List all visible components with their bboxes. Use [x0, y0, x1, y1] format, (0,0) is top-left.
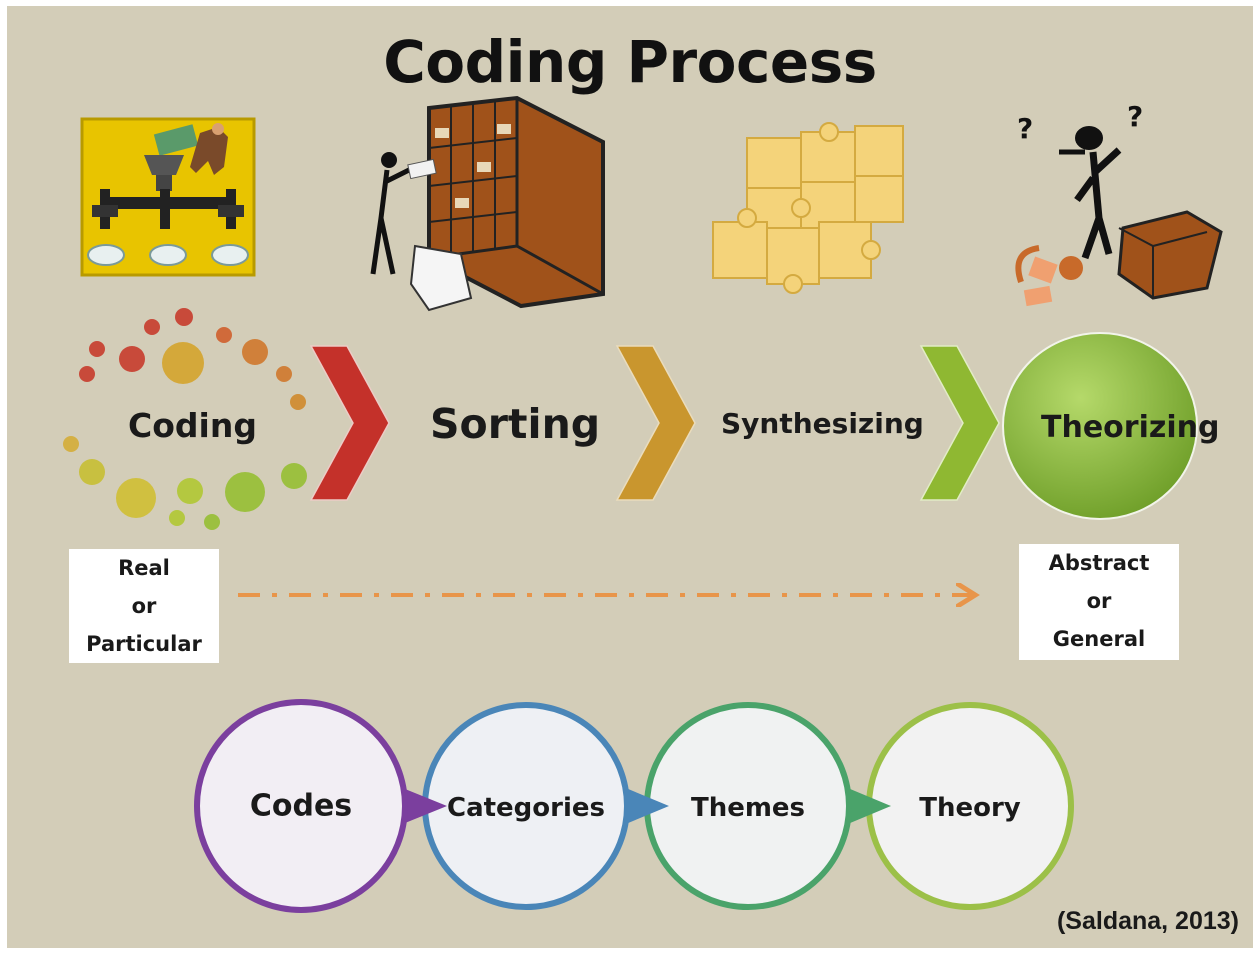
continuum-start-line-1: Real — [118, 556, 170, 580]
citation: (Saldana, 2013) — [1056, 907, 1239, 935]
slide: Coding Process — [7, 6, 1253, 948]
diagram-graphics — [63, 308, 1198, 913]
continuum-end-line-2: or — [1086, 589, 1112, 613]
stage-label-theorizing: Theorizing — [1041, 410, 1220, 445]
stage-label-sorting: Sorting — [430, 400, 601, 448]
dot-ring — [63, 308, 307, 530]
progression-circle-themes — [644, 702, 891, 910]
slide-title: Coding Process — [383, 28, 877, 96]
chevron-green — [919, 345, 1000, 501]
progression-label-themes: Themes — [690, 793, 806, 823]
chevron-gold — [615, 345, 696, 501]
continuum-end-box: Abstract or General — [1019, 544, 1179, 660]
continuum-start-line-2: or — [131, 594, 157, 618]
progression-circle-codes — [194, 699, 447, 913]
continuum-end-line-1: Abstract — [1048, 551, 1150, 575]
continuum-start-line-3: Particular — [86, 632, 202, 656]
continuum-end-line-3: General — [1052, 627, 1146, 651]
stage-label-synthesizing: Synthesizing — [721, 407, 924, 440]
continuum-start-box: Real or Particular — [69, 549, 219, 663]
chevron-red — [309, 345, 390, 501]
stage-label-coding: Coding — [128, 406, 257, 445]
progression-label-categories: Categories — [446, 793, 606, 823]
progression-label-codes: Codes — [249, 788, 353, 824]
progression-label-theory: Theory — [919, 793, 1021, 823]
theorizing-circle — [1002, 332, 1198, 520]
